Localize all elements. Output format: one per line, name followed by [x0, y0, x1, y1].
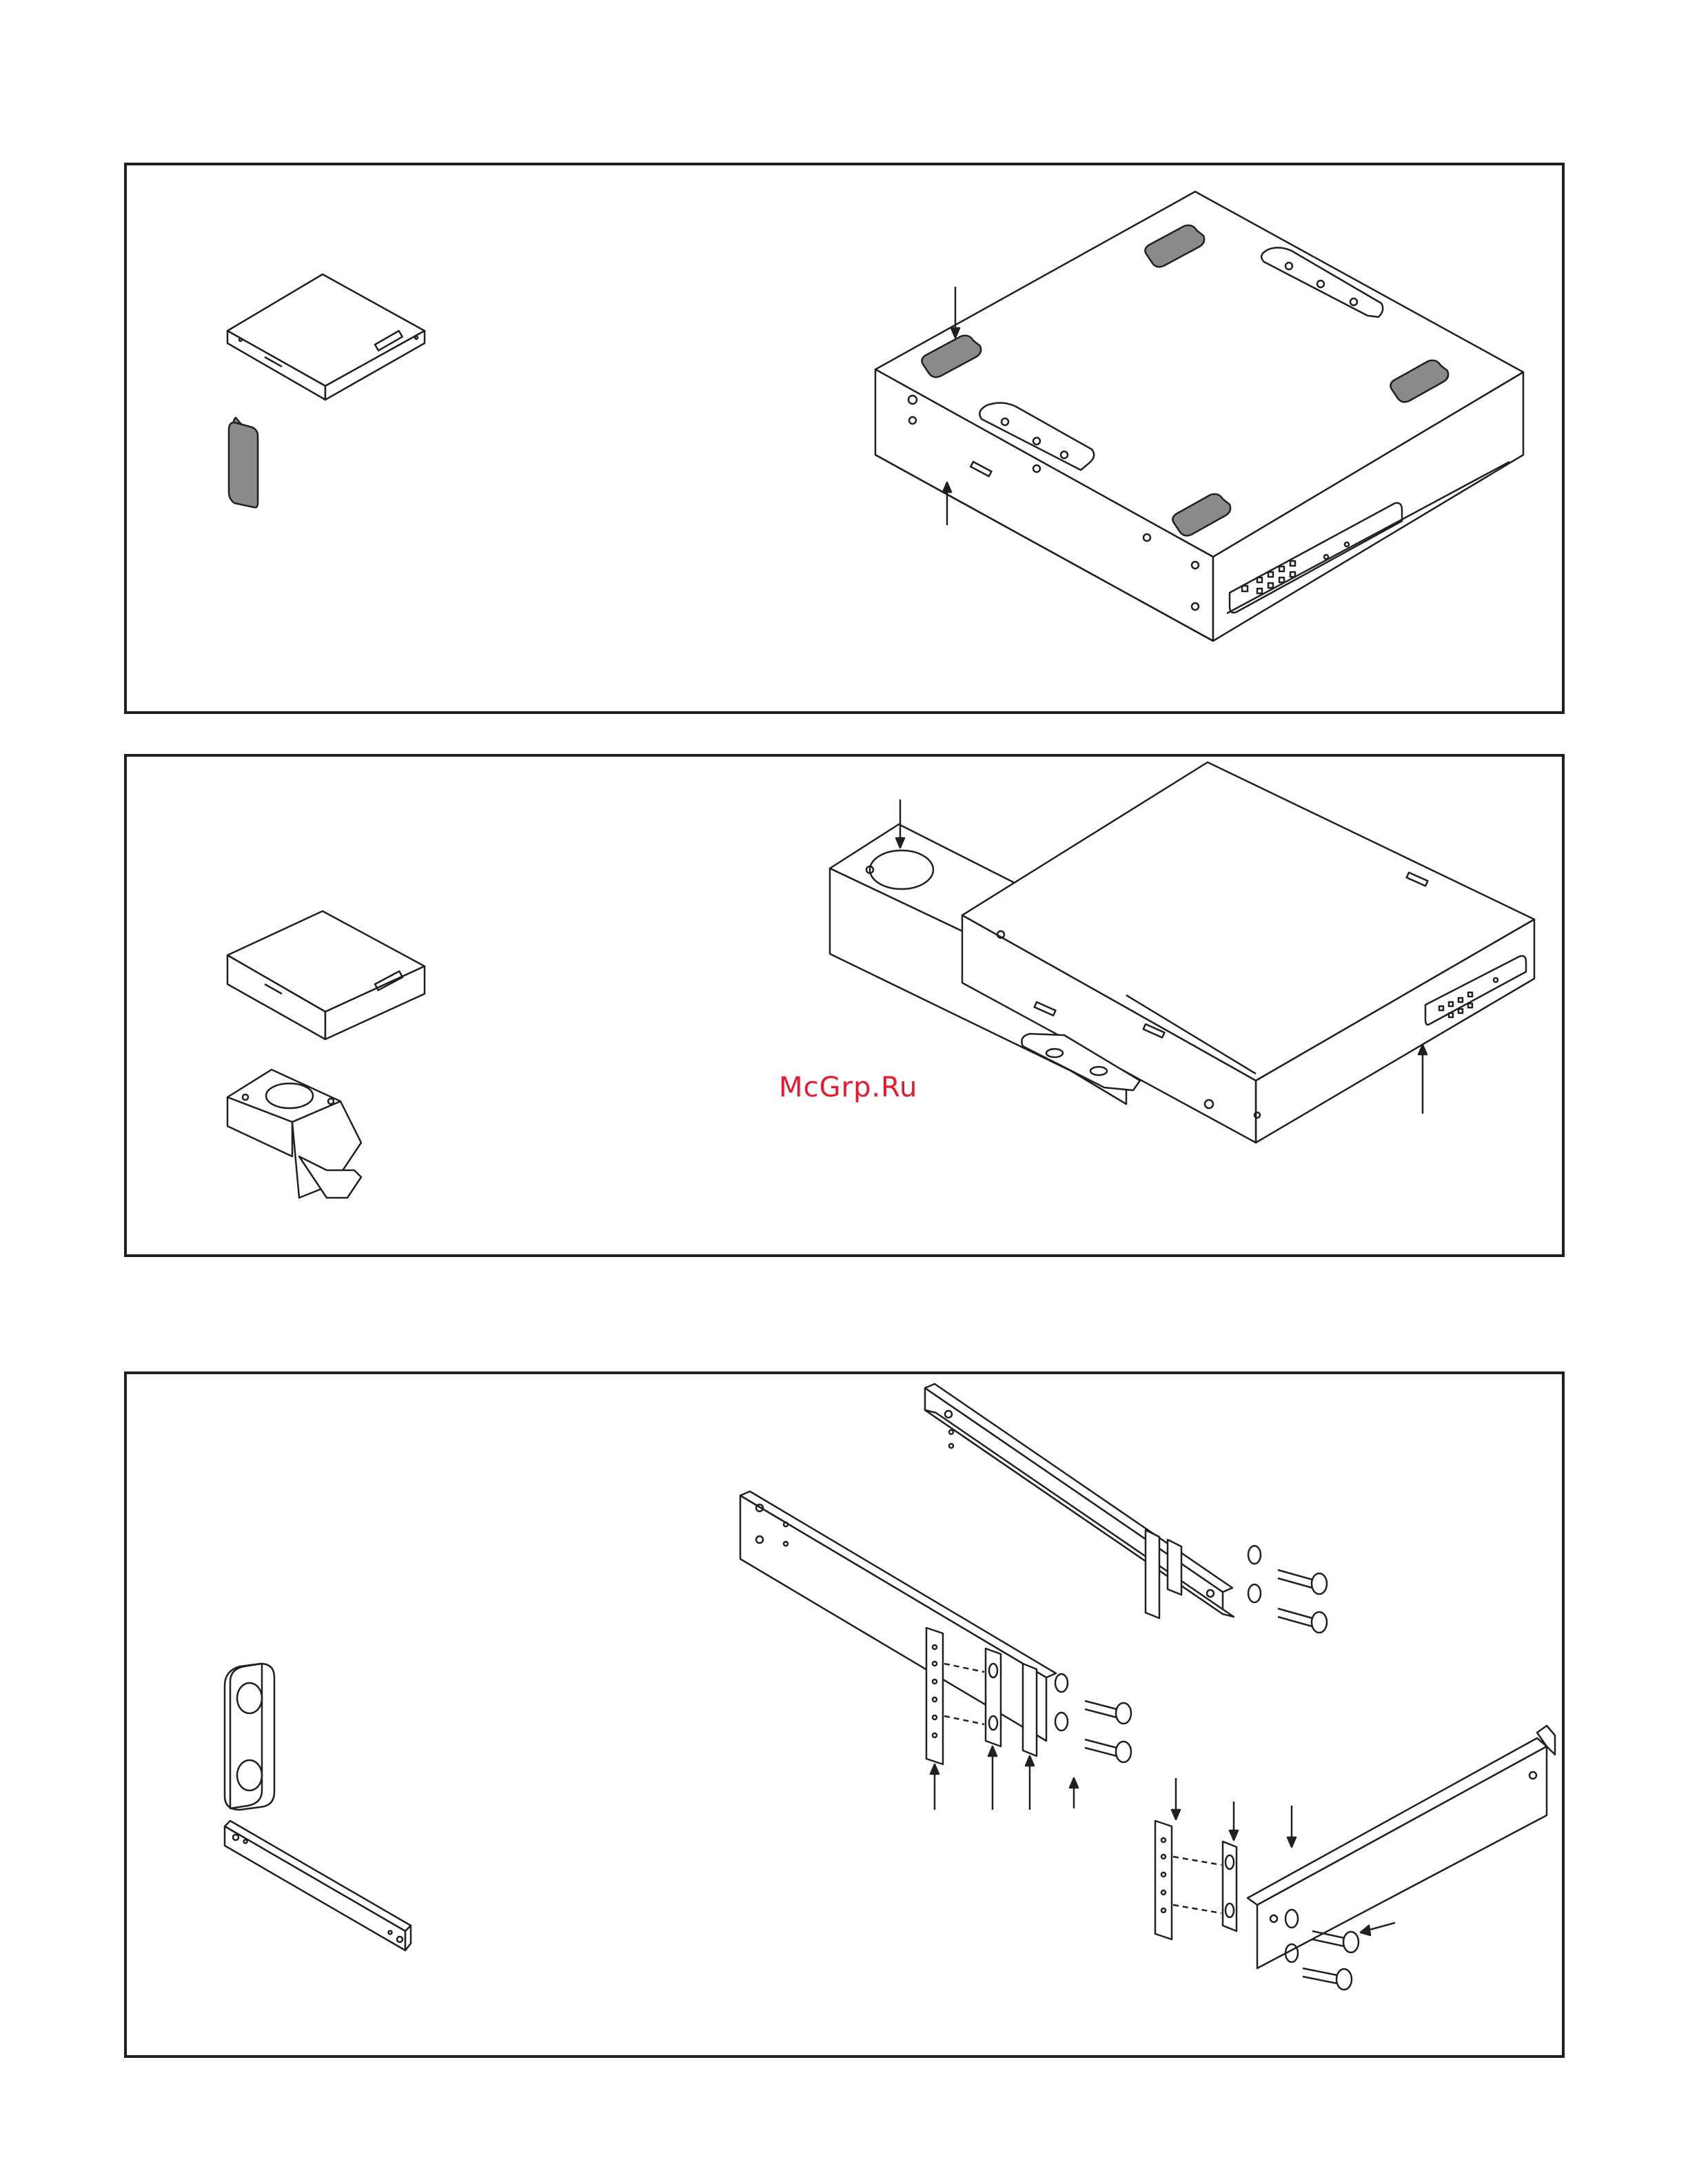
rack-mounting-panel [124, 1371, 1565, 2058]
rack-ear-lower [1155, 1726, 1555, 1990]
rack-mounting-diagram [127, 1374, 1562, 2055]
rubber-foot-pad-icon [229, 418, 258, 507]
pad-mounting-diagram [127, 165, 1562, 711]
bracket-mounting-panel [124, 754, 1565, 1257]
receiver-unit-icon [227, 274, 425, 400]
receiver-bottom-view [875, 192, 1523, 641]
rack-ear-upper [925, 1384, 1327, 1633]
receiver-with-bracket-view [830, 762, 1534, 1143]
pad-mounting-panel [124, 163, 1565, 714]
screw-icon [1085, 1701, 1131, 1724]
screw-icon [1303, 1968, 1352, 1990]
screw-icon [1085, 1739, 1131, 1762]
watermark: McGrp.Ru [779, 1072, 917, 1103]
rack-ear-icon [225, 1821, 411, 1950]
receiver-unit-icon [227, 911, 425, 1039]
rack-ear-middle [740, 1491, 1131, 1810]
bracket-mounting-diagram [127, 757, 1562, 1254]
screw-icon [1278, 1609, 1327, 1633]
screw-icon [1278, 1570, 1327, 1594]
spacer-plate-icon [225, 1664, 274, 1810]
mounting-bracket-icon [227, 1070, 361, 1198]
